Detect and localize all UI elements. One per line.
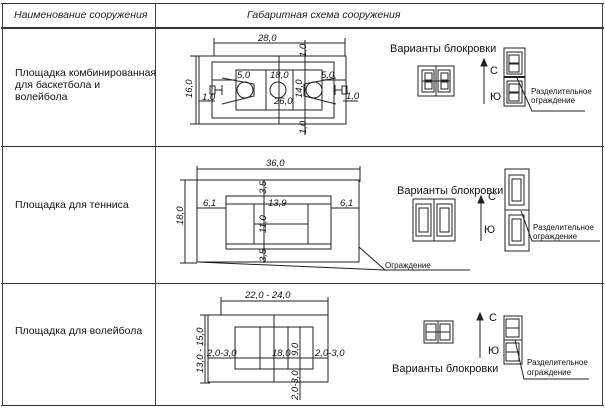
table-left-border (2, 3, 3, 406)
free-throw-circle-right (305, 81, 323, 99)
blocking-label: Варианты блокровки (390, 43, 496, 55)
row-name-volleyball: Площадка для волейбола (15, 325, 143, 337)
tennis-blocking-variant-vertical (504, 168, 600, 252)
tennis-north-arrow (477, 194, 485, 241)
dim-tennis-court-length: 13,9 (268, 198, 287, 209)
column-divider (155, 3, 156, 406)
dim-volleyball-total-length: 22,0 - 24,0 (244, 290, 291, 301)
tennis-court-rect (225, 195, 332, 250)
dim-tennis-end-top: 3,5 (258, 180, 269, 194)
table-top-border (1, 3, 604, 4)
dim-court-width: 14,0 (294, 79, 305, 98)
blocking-variant-horizontal (417, 65, 455, 97)
row-name-line: Площадка комбинированная (15, 67, 157, 79)
dim-court-length: 26,0 (273, 96, 293, 107)
header-name: Наименование сооружения (14, 9, 148, 21)
dim-margin-right: 1,0 (346, 91, 360, 102)
center-circle (269, 81, 287, 99)
volleyball-blocking-variant-horizontal (423, 320, 454, 344)
south-label: Ю (490, 91, 501, 103)
row-name-tennis: Площадка для тенниса (15, 199, 129, 211)
row-name-line: волейбола (15, 91, 68, 103)
table-right-border (602, 3, 603, 406)
dim-key-left: 5,0 (237, 70, 251, 81)
table-bottom-border (1, 405, 604, 406)
fence-label: Ограждение (385, 261, 431, 270)
divider-label-2: ограждение (531, 96, 576, 105)
dim-tennis-side-left: 6,1 (203, 198, 216, 209)
dim-volleyball-side-right: 2,0-3,0 (314, 348, 345, 359)
row-divider-1 (1, 146, 604, 147)
dim-volleyball-total-width: 13,0 - 15,0 (195, 327, 206, 373)
dim-margin-left: 1,0 (202, 92, 216, 103)
north-label: С (490, 65, 498, 77)
dim-total-width: 16,0 (184, 79, 195, 98)
north-arrow (480, 57, 488, 104)
tennis-blocking-variant-horizontal (412, 198, 456, 242)
tennis-blocking-label: Варианты блокровки (397, 185, 503, 197)
dim-tennis-court-width: 11,0 (258, 214, 269, 233)
dim-tennis-total-length: 36,0 (266, 158, 285, 169)
dim-tennis-end-bottom: 3,5 (258, 248, 269, 262)
divider-label-1: Разделительное (531, 87, 592, 96)
dim-margin-top: 1,0 (298, 43, 309, 57)
blocking-variant-vertical (503, 47, 585, 112)
volleyball-blocking-label: Варианты блокровки (392, 363, 498, 375)
volleyball-south-label: Ю (488, 345, 499, 357)
dim-key-right: 5,0 (321, 70, 335, 81)
dim-tennis-side-right: 6,1 (340, 198, 353, 209)
volleyball-divider-label-1: Разделительное (527, 358, 588, 367)
dim-volleyball-side-left: 2,0-3,0 (206, 348, 237, 359)
tennis-south-label: Ю (484, 224, 495, 236)
header-divider (1, 27, 604, 29)
fence-rect (211, 61, 335, 119)
volleyball-north-label: С (489, 312, 497, 324)
tennis-north-label: С (488, 191, 496, 203)
dim-volleyball-end-bottom: 2,0-3,0 (290, 370, 301, 401)
volleyball-blocking-variant-vertical (503, 315, 589, 380)
tennis-outer-boundary (196, 179, 360, 263)
volleyball-divider-label-2: ограждение (527, 368, 572, 377)
tennis-divider-label-1: Разделительное (533, 223, 594, 232)
row-name-basketball: Площадка комбинированная для баскетбола … (15, 67, 156, 103)
free-throw-circle-left (236, 81, 254, 99)
volleyball-north-arrow (476, 311, 484, 358)
dim-volleyball-court-length: 18,0 (272, 348, 291, 359)
dim-total-length: 28,0 (257, 33, 277, 44)
outer-boundary (198, 55, 347, 125)
dim-volley-length: 18,0 (270, 70, 289, 81)
dim-margin-bottom: 1,0 (298, 120, 309, 134)
dim-volleyball-court-width: 9,0 (290, 342, 301, 356)
row-divider-2 (1, 283, 604, 284)
dim-tennis-total-width: 18,0 (175, 206, 186, 225)
header-scheme: Габаритная схема сооружения (247, 9, 401, 21)
row-name-line: для баскетбола и (15, 79, 101, 91)
tennis-divider-label-2: ограждение (533, 232, 578, 241)
